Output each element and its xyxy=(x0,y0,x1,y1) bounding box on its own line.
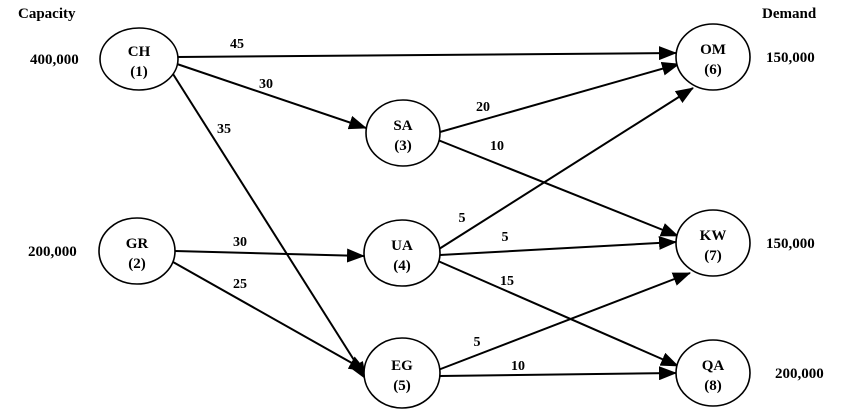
edge-line xyxy=(439,61,680,133)
node-om[interactable]: OM (6) xyxy=(675,23,751,91)
edge-cost-label: 5 xyxy=(474,335,481,350)
capacity-header: Capacity xyxy=(18,6,76,22)
edge-ua-om: 5 xyxy=(438,87,694,250)
node-name-label: KW xyxy=(700,228,727,244)
node-index-label: (6) xyxy=(704,62,722,78)
node-circle[interactable] xyxy=(99,27,179,91)
node-ch[interactable]: CH (1) xyxy=(99,27,179,91)
edge-eg-qa: 10 xyxy=(439,359,677,381)
capacity-value-ch: 400,000 xyxy=(30,52,79,68)
header-layer: Capacity Demand xyxy=(18,6,817,22)
edge-cost-label: 10 xyxy=(511,359,525,374)
edge-line xyxy=(176,46,677,61)
edge-line xyxy=(439,366,677,381)
edge-cost-label: 5 xyxy=(502,230,509,245)
node-index-label: (2) xyxy=(128,256,146,272)
node-kw[interactable]: KW (7) xyxy=(675,209,751,277)
edge-cost-label: 15 xyxy=(500,274,514,289)
node-name-label: GR xyxy=(126,236,149,252)
node-index-label: (3) xyxy=(394,138,412,154)
node-circle[interactable] xyxy=(675,339,751,407)
edge-cost-label: 20 xyxy=(476,100,490,115)
node-index-label: (1) xyxy=(130,64,148,80)
edge-line xyxy=(437,272,691,371)
edge-ua-qa: 15 xyxy=(437,260,679,367)
node-index-label: (4) xyxy=(393,258,411,274)
edge-cost-label: 30 xyxy=(233,235,247,250)
edge-cost-label: 10 xyxy=(490,139,504,154)
node-ua[interactable]: UA (4) xyxy=(363,219,441,287)
edge-ua-kw: 5 xyxy=(439,230,677,256)
edge-line xyxy=(174,248,365,263)
edge-sa-om: 20 xyxy=(439,61,680,133)
edge-ch-sa: 30 xyxy=(176,63,367,130)
edge-line xyxy=(439,235,677,256)
edge-cost-label: 30 xyxy=(259,77,273,92)
nodes-layer: CH (1) GR (2) SA (3) UA (4) EG (5) OM (6) KW (7) QA (8) xyxy=(98,23,751,409)
edge-gr-ua: 30 xyxy=(174,235,365,263)
node-index-label: (5) xyxy=(393,378,411,394)
demand-header: Demand xyxy=(762,6,817,22)
node-name-label: OM xyxy=(700,42,726,58)
node-name-label: UA xyxy=(391,238,413,254)
node-circle[interactable] xyxy=(363,219,441,287)
node-gr[interactable]: GR (2) xyxy=(98,217,176,285)
edge-sa-kw: 10 xyxy=(437,139,679,237)
node-sa[interactable]: SA (3) xyxy=(365,99,441,167)
edge-line xyxy=(172,73,367,380)
edge-ch-eg: 35 xyxy=(172,73,367,380)
edge-eg-kw: 5 xyxy=(437,272,691,371)
edge-line xyxy=(437,260,679,367)
node-circle[interactable] xyxy=(675,209,751,277)
edge-cost-label: 5 xyxy=(459,211,466,226)
node-index-label: (7) xyxy=(704,248,722,264)
edge-gr-eg: 25 xyxy=(172,261,367,372)
edge-line xyxy=(437,139,679,237)
node-eg[interactable]: EG (5) xyxy=(363,337,441,409)
edge-line xyxy=(438,87,694,250)
node-name-label: QA xyxy=(702,358,725,374)
capacity-value-gr: 200,000 xyxy=(28,244,77,260)
node-index-label: (8) xyxy=(704,378,722,394)
node-circle[interactable] xyxy=(98,217,176,285)
node-circle[interactable] xyxy=(675,23,751,91)
edge-cost-label: 45 xyxy=(230,37,244,52)
node-name-label: CH xyxy=(128,44,151,60)
edge-cost-label: 25 xyxy=(233,277,247,292)
edge-line xyxy=(176,63,367,130)
node-circle[interactable] xyxy=(365,99,441,167)
node-qa[interactable]: QA (8) xyxy=(675,339,751,407)
demand-value-kw: 150,000 xyxy=(766,236,815,252)
edge-line xyxy=(172,261,367,372)
node-circle[interactable] xyxy=(363,337,441,409)
node-name-label: EG xyxy=(391,358,413,374)
edge-cost-label: 35 xyxy=(217,122,231,137)
node-name-label: SA xyxy=(393,118,412,134)
edge-ch-om: 45 xyxy=(176,37,677,61)
edges-layer: 45 30 35 30 25 20 10 5 5 15 5 10 xyxy=(172,37,694,381)
demand-value-qa: 200,000 xyxy=(775,366,824,382)
demand-value-om: 150,000 xyxy=(766,50,815,66)
node-values-layer: 400,000 200,000 150,000 150,000 200,000 xyxy=(28,50,824,382)
